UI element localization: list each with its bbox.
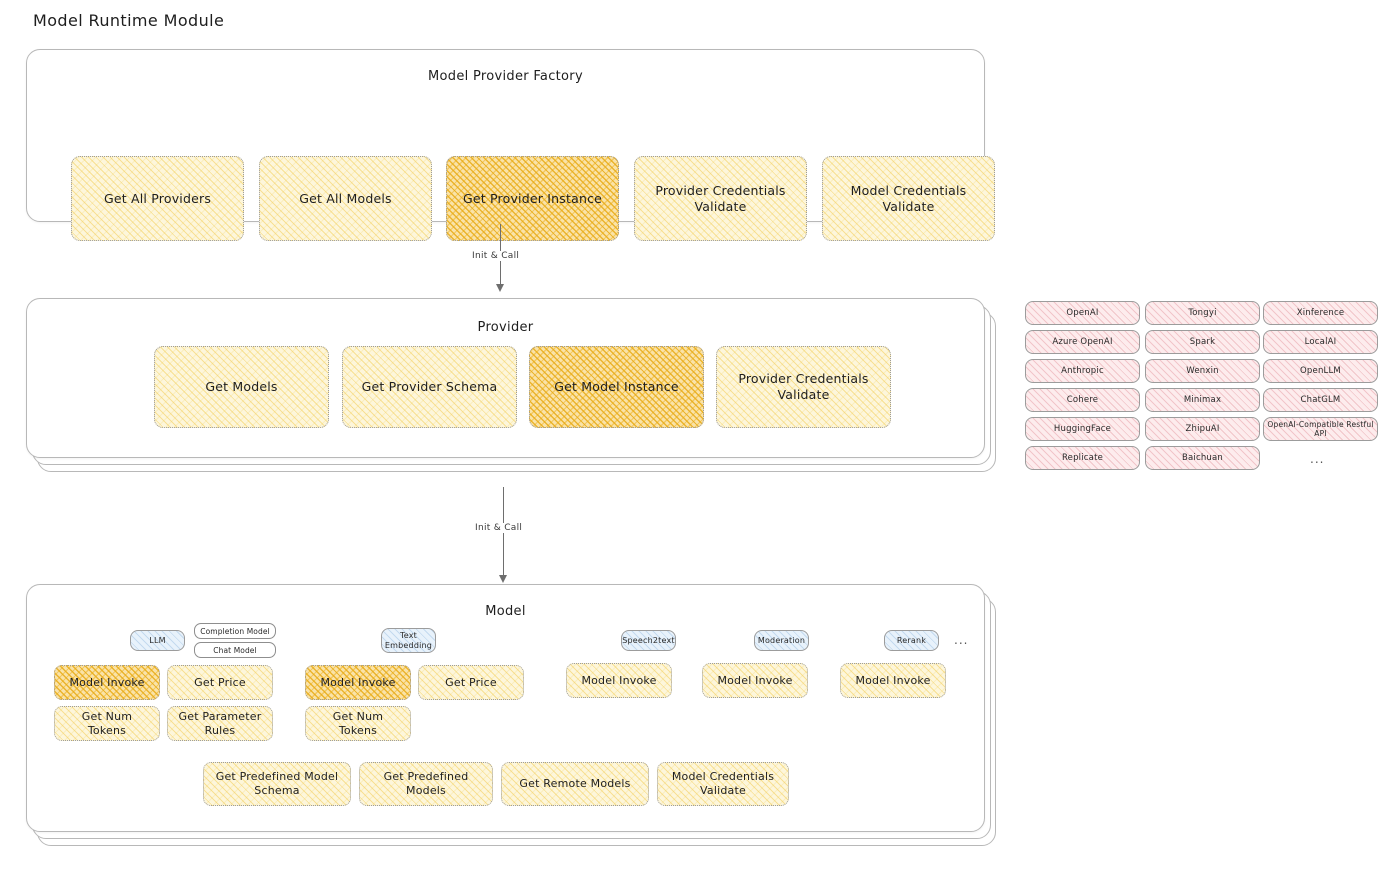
model-card xyxy=(26,584,985,832)
provider-pill-azure-openai[interactable]: Azure OpenAI xyxy=(1025,330,1140,354)
node-get-all-models[interactable]: Get All Models xyxy=(259,156,432,241)
node-get-provider-schema[interactable]: Get Provider Schema xyxy=(342,346,517,428)
node-text-embedding-get-num-tokens[interactable]: Get Num Tokens xyxy=(305,706,411,741)
node-get-provider-instance[interactable]: Get Provider Instance xyxy=(446,156,619,241)
node-get-models[interactable]: Get Models xyxy=(154,346,329,428)
provider-pill-tongyi[interactable]: Tongyi xyxy=(1145,301,1260,325)
provider-pill-replicate[interactable]: Replicate xyxy=(1025,446,1140,470)
node-speech2text-model-invoke[interactable]: Model Invoke xyxy=(566,663,672,698)
factory-title: Model Provider Factory xyxy=(428,69,583,84)
arrow-label-init-call-1: Init & Call xyxy=(468,251,524,261)
provider-pill-anthropic[interactable]: Anthropic xyxy=(1025,359,1140,383)
model-section: Model LLM Completion Model Chat Model Mo… xyxy=(26,584,1001,849)
node-model-credentials-validate-2[interactable]: Model Credentials Validate xyxy=(657,762,789,806)
provider-section: Provider Get Models Get Provider Schema … xyxy=(26,298,1001,478)
model-type-badge-text-embedding[interactable]: Text Embedding xyxy=(381,628,436,653)
node-moderation-model-invoke[interactable]: Model Invoke xyxy=(702,663,808,698)
model-type-badge-rerank[interactable]: Rerank xyxy=(884,630,939,651)
node-get-all-providers[interactable]: Get All Providers xyxy=(71,156,244,241)
provider-pill-chatglm[interactable]: ChatGLM xyxy=(1263,388,1378,412)
model-chip-chat-model[interactable]: Chat Model xyxy=(194,642,276,658)
node-get-predefined-model-schema[interactable]: Get Predefined Model Schema xyxy=(203,762,351,806)
provider-pill-openai[interactable]: OpenAI xyxy=(1025,301,1140,325)
provider-pill-minimax[interactable]: Minimax xyxy=(1145,388,1260,412)
provider-list-more: ... xyxy=(1310,452,1325,466)
node-llm-get-parameter-rules[interactable]: Get Parameter Rules xyxy=(167,706,273,741)
node-llm-model-invoke[interactable]: Model Invoke xyxy=(54,665,160,700)
model-chip-completion-model[interactable]: Completion Model xyxy=(194,623,276,639)
node-model-credentials-validate[interactable]: Model Credentials Validate xyxy=(822,156,995,241)
page-title: Model Runtime Module xyxy=(33,11,225,30)
provider-title: Provider xyxy=(477,320,534,335)
provider-pill-openai-compatible-restful-api[interactable]: OpenAI-Compatible Restful API xyxy=(1263,417,1378,441)
node-provider-credentials-validate-2[interactable]: Provider Credentials Validate xyxy=(716,346,891,428)
provider-pill-huggingface[interactable]: HuggingFace xyxy=(1025,417,1140,441)
node-llm-get-price[interactable]: Get Price xyxy=(167,665,273,700)
provider-pill-xinference[interactable]: Xinference xyxy=(1263,301,1378,325)
arrow-label-init-call-2: Init & Call xyxy=(471,523,527,533)
provider-pill-baichuan[interactable]: Baichuan xyxy=(1145,446,1260,470)
model-type-badge-speech2text[interactable]: Speech2text xyxy=(621,630,676,651)
node-get-remote-models[interactable]: Get Remote Models xyxy=(501,762,649,806)
provider-pill-zhipuai[interactable]: ZhipuAI xyxy=(1145,417,1260,441)
model-provider-factory-section: Model Provider Factory Get All Providers… xyxy=(26,49,995,241)
node-rerank-model-invoke[interactable]: Model Invoke xyxy=(840,663,946,698)
model-types-more: ... xyxy=(954,633,969,647)
provider-pill-localai[interactable]: LocalAI xyxy=(1263,330,1378,354)
provider-pill-wenxin[interactable]: Wenxin xyxy=(1145,359,1260,383)
provider-pill-openllm[interactable]: OpenLLM xyxy=(1263,359,1378,383)
provider-pill-spark[interactable]: Spark xyxy=(1145,330,1260,354)
node-provider-credentials-validate[interactable]: Provider Credentials Validate xyxy=(634,156,807,241)
model-title: Model xyxy=(485,604,526,619)
node-text-embedding-get-price[interactable]: Get Price xyxy=(418,665,524,700)
provider-pill-cohere[interactable]: Cohere xyxy=(1025,388,1140,412)
node-get-predefined-models[interactable]: Get Predefined Models xyxy=(359,762,493,806)
node-text-embedding-model-invoke[interactable]: Model Invoke xyxy=(305,665,411,700)
model-type-badge-llm[interactable]: LLM xyxy=(130,630,185,651)
node-get-model-instance[interactable]: Get Model Instance xyxy=(529,346,704,428)
model-type-badge-moderation[interactable]: Moderation xyxy=(754,630,809,651)
node-llm-get-num-tokens[interactable]: Get Num Tokens xyxy=(54,706,160,741)
